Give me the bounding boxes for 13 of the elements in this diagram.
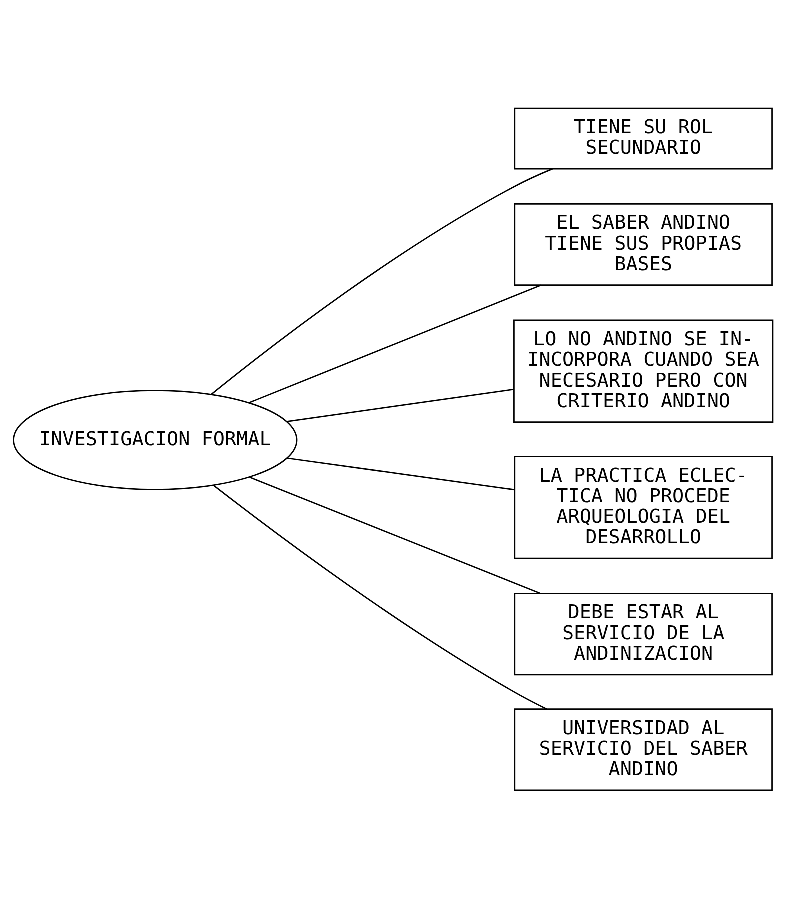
node-box: LA PRACTICA ECLEC- TICA NO PROCEDE ARQUEOLOGIA DEL DESARROLLO bbox=[514, 456, 773, 559]
node-box: UNIVERSIDAD AL SERVICIO DEL SABER ANDINO bbox=[514, 708, 773, 791]
connector bbox=[248, 284, 542, 404]
node-ellipse: INVESTIGACION FORMAL bbox=[13, 389, 298, 490]
connector bbox=[287, 457, 515, 490]
connector bbox=[214, 484, 548, 710]
node-box: EL SABER ANDINO TIENE SUS PROPIAS BASES bbox=[514, 202, 773, 286]
connector bbox=[211, 168, 554, 395]
node-box: DEBE ESTAR AL SERVICIO DE LA ANDINIZACION bbox=[514, 592, 773, 676]
node-box: LO NO ANDINO SE IN- INCORPORA CUANDO SEA NECESARIO PERO CON CRITERIO ANDINO bbox=[514, 319, 774, 422]
connector bbox=[286, 388, 514, 422]
connector bbox=[250, 476, 541, 594]
node-box: TIENE SU ROL SECUNDARIO bbox=[514, 107, 773, 170]
